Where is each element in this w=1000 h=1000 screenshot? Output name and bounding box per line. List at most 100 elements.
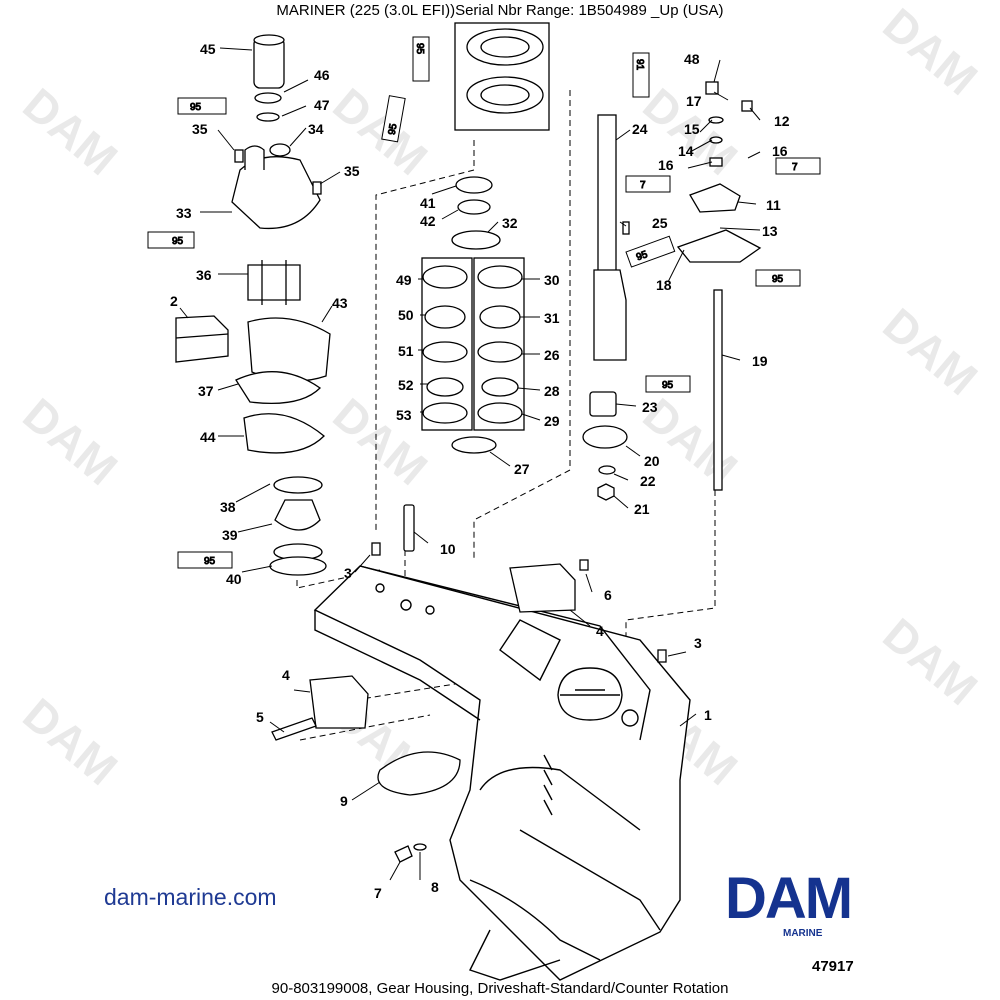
- callout-38: 38: [220, 499, 236, 515]
- callout-42: 42: [420, 213, 436, 229]
- callout-32: 32: [502, 215, 518, 231]
- callout-46: 46: [314, 67, 330, 83]
- callout-49: 49: [396, 272, 412, 288]
- sealant-tube: 95: [147, 231, 195, 249]
- callout-16: 16: [658, 157, 674, 173]
- svg-text:DAM: DAM: [324, 78, 438, 185]
- sealant-tube: 95: [645, 375, 691, 393]
- callout-23: 23: [642, 399, 658, 415]
- svg-text:95: 95: [662, 380, 674, 391]
- callout-35: 35: [344, 163, 360, 179]
- callout-26: 26: [544, 347, 560, 363]
- svg-text:7: 7: [792, 162, 798, 173]
- dam-marine-logo: DAM MARINE: [725, 866, 900, 940]
- callout-12: 12: [774, 113, 790, 129]
- sealant-tube: 95: [177, 551, 233, 569]
- callout-50: 50: [398, 307, 414, 323]
- sealant-tube: 95: [381, 95, 406, 143]
- callout-22: 22: [640, 473, 656, 489]
- leader-lines: [179, 47, 761, 881]
- callout-30: 30: [544, 272, 560, 288]
- sealant-tube: 91: [632, 52, 650, 98]
- callout-18: 18: [656, 277, 672, 293]
- logo-wordmark: DAM: [725, 866, 853, 931]
- sealant-tube: 95: [625, 235, 676, 268]
- callout-15: 15: [684, 121, 700, 137]
- callout-19: 19: [752, 353, 768, 369]
- callout-29: 29: [544, 413, 560, 429]
- sealant-tube: 95: [177, 97, 227, 115]
- callout-17: 17: [686, 93, 702, 109]
- gear-housing: [313, 565, 691, 981]
- callout-45: 45: [200, 41, 216, 57]
- callout-35: 35: [192, 121, 208, 137]
- svg-text:DAM: DAM: [874, 298, 988, 405]
- callout-37: 37: [198, 383, 214, 399]
- sealant-tube: 7: [775, 157, 821, 175]
- svg-text:95: 95: [772, 274, 784, 285]
- callout-21: 21: [634, 501, 650, 517]
- callout-3: 3: [694, 635, 702, 651]
- callout-53: 53: [396, 407, 412, 423]
- callout-27: 27: [514, 461, 530, 477]
- callout-24: 24: [632, 121, 648, 137]
- callout-8: 8: [431, 879, 439, 895]
- callout-47: 47: [314, 97, 330, 113]
- diagram-title: MARINER (225 (3.0L EFI))Serial Nbr Range…: [276, 2, 724, 19]
- figure-number: 47917: [812, 958, 854, 975]
- callout-28: 28: [544, 383, 560, 399]
- svg-text:95: 95: [172, 236, 184, 247]
- callout-labels: 1 2 3 3 3 4 4 5 6 7 8 9 10 11 12 13 14 1…: [170, 41, 790, 901]
- callout-41: 41: [420, 195, 436, 211]
- svg-text:DAM: DAM: [14, 78, 128, 185]
- callout-6: 6: [604, 587, 612, 603]
- sealant-tube: 95: [412, 36, 430, 82]
- sealant-tubes: 95 95 95 95 95 91 7 7 95 95 95: [147, 36, 821, 569]
- diagram-caption: 90-803199008, Gear Housing, Driveshaft-S…: [271, 980, 729, 997]
- svg-text:DAM: DAM: [14, 388, 128, 495]
- callout-2: 2: [170, 293, 178, 309]
- callout-51: 51: [398, 343, 414, 359]
- svg-text:7: 7: [640, 180, 646, 191]
- anodes-misc: [271, 563, 576, 863]
- callout-4: 4: [596, 623, 604, 639]
- callout-1: 1: [704, 707, 712, 723]
- sealant-tube: 95: [755, 269, 801, 287]
- callout-34: 34: [308, 121, 324, 137]
- callout-44: 44: [200, 429, 216, 445]
- callout-52: 52: [398, 377, 414, 393]
- callout-14: 14: [678, 143, 694, 159]
- bearing-group: [403, 22, 550, 552]
- callout-4: 4: [282, 667, 290, 683]
- callout-40: 40: [226, 571, 242, 587]
- svg-text:95: 95: [190, 102, 202, 113]
- svg-text:91: 91: [634, 59, 645, 71]
- callout-33: 33: [176, 205, 192, 221]
- callout-7: 7: [374, 885, 382, 901]
- svg-text:95: 95: [414, 43, 425, 55]
- callout-16: 16: [772, 143, 788, 159]
- svg-text:95: 95: [204, 556, 216, 567]
- callout-11: 11: [766, 197, 781, 213]
- logo-subtext: MARINE: [783, 928, 823, 939]
- driveshaft-group: [371, 81, 762, 663]
- callout-5: 5: [256, 709, 264, 725]
- website-text: dam-marine.com: [104, 884, 277, 910]
- callout-10: 10: [440, 541, 456, 557]
- svg-text:DAM: DAM: [874, 608, 988, 715]
- callout-31: 31: [544, 310, 560, 326]
- water-pump-group: [175, 34, 331, 576]
- callout-43: 43: [332, 295, 348, 311]
- callout-25: 25: [652, 215, 668, 231]
- callout-48: 48: [684, 51, 700, 67]
- callout-3: 3: [344, 565, 352, 581]
- callout-20: 20: [644, 453, 660, 469]
- svg-text:DAM: DAM: [14, 688, 128, 795]
- callout-39: 39: [222, 527, 238, 543]
- callout-13: 13: [762, 223, 778, 239]
- callout-9: 9: [340, 793, 348, 809]
- svg-text:95: 95: [635, 249, 650, 263]
- svg-text:95: 95: [387, 122, 400, 135]
- svg-text:DAM: DAM: [324, 388, 438, 495]
